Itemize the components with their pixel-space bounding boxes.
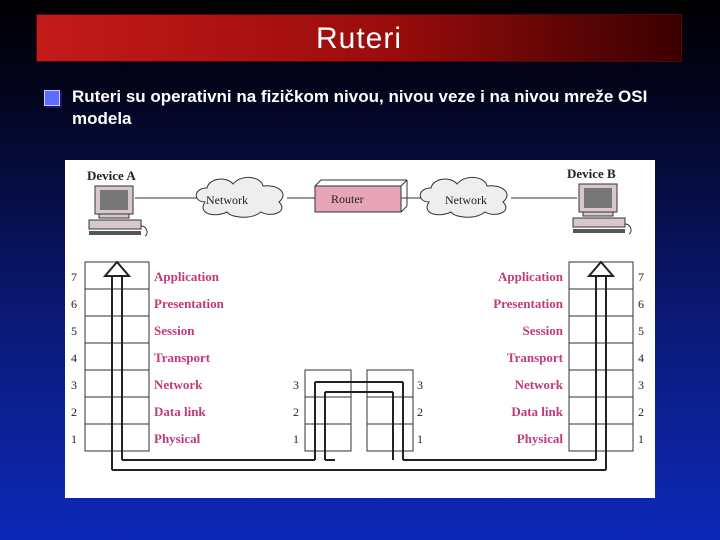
layer-label-left: Presentation bbox=[154, 296, 225, 311]
router-layer-number-left: 1 bbox=[293, 432, 299, 446]
layer-label-right: Network bbox=[515, 377, 564, 392]
layer-stack-right bbox=[568, 261, 634, 452]
layer-number-right: 4 bbox=[638, 351, 644, 365]
router-layer-number-left: 3 bbox=[293, 378, 299, 392]
layer-number-left: 6 bbox=[71, 297, 77, 311]
data-path bbox=[102, 260, 616, 471]
layer-number-left: 5 bbox=[71, 324, 77, 338]
title-bar: Ruteri bbox=[36, 14, 682, 62]
layer-stack-left bbox=[84, 261, 150, 452]
router-stack-right bbox=[366, 369, 414, 452]
layer-label-right: Session bbox=[523, 323, 564, 338]
osi-router-figure: Device A Device B Network bbox=[65, 160, 655, 498]
computer-a-icon bbox=[88, 185, 148, 237]
layer-number-left: 3 bbox=[71, 378, 77, 392]
router-layer-number-left: 2 bbox=[293, 405, 299, 419]
router-layer-number-right: 2 bbox=[417, 405, 423, 419]
layer-label-right: Data link bbox=[511, 404, 563, 419]
router-box bbox=[314, 179, 408, 213]
router-layer-number-right: 1 bbox=[417, 432, 423, 446]
layer-label-left: Physical bbox=[154, 431, 201, 446]
computer-b-icon bbox=[572, 183, 632, 235]
router-layer-numbers: 3 3 2 2 1 1 bbox=[293, 378, 423, 446]
layer-label-right: Transport bbox=[507, 350, 564, 365]
layer-label-left: Session bbox=[154, 323, 195, 338]
layer-number-right: 7 bbox=[638, 270, 644, 284]
layer-label-left: Application bbox=[154, 269, 220, 284]
network-cloud-right-icon bbox=[419, 177, 508, 218]
layer-number-left: 2 bbox=[71, 405, 77, 419]
network-left-label: Network bbox=[206, 193, 248, 207]
layer-label-right: Physical bbox=[517, 431, 564, 446]
layer-label-left: Transport bbox=[154, 350, 211, 365]
bullet-icon bbox=[44, 90, 60, 106]
layer-number-left: 1 bbox=[71, 432, 77, 446]
layer-number-right: 6 bbox=[638, 297, 644, 311]
slide-title: Ruteri bbox=[315, 22, 403, 55]
layer-label-right: Application bbox=[498, 269, 564, 284]
layer-label-right: Presentation bbox=[493, 296, 564, 311]
left-layer-labels: 7 Application 6 Presentation 5 Session 4 Transp… bbox=[71, 269, 225, 446]
device-a-label: Device A bbox=[87, 168, 136, 183]
osi-router-diagram: Device A Device B Network bbox=[71, 166, 644, 471]
router-stack-left bbox=[304, 369, 352, 452]
layer-label-left: Data link bbox=[154, 404, 206, 419]
right-layer-labels: 7 Application 6 Presentation 5 Session 4 Transp… bbox=[493, 269, 644, 446]
network-cloud-left-icon bbox=[195, 177, 284, 218]
layer-number-right: 1 bbox=[638, 432, 644, 446]
layer-number-right: 2 bbox=[638, 405, 644, 419]
layer-label-left: Network bbox=[154, 377, 203, 392]
layer-number-right: 3 bbox=[638, 378, 644, 392]
device-b-label: Device B bbox=[567, 166, 616, 181]
layer-number-left: 4 bbox=[71, 351, 77, 365]
layer-number-left: 7 bbox=[71, 270, 77, 284]
router-label: Router bbox=[331, 192, 364, 206]
router-layer-number-right: 3 bbox=[417, 378, 423, 392]
bullet-text: Ruteri su operativni na fizičkom nivou, … bbox=[72, 87, 648, 128]
layer-number-right: 5 bbox=[638, 324, 644, 338]
network-right-label: Network bbox=[445, 193, 487, 207]
